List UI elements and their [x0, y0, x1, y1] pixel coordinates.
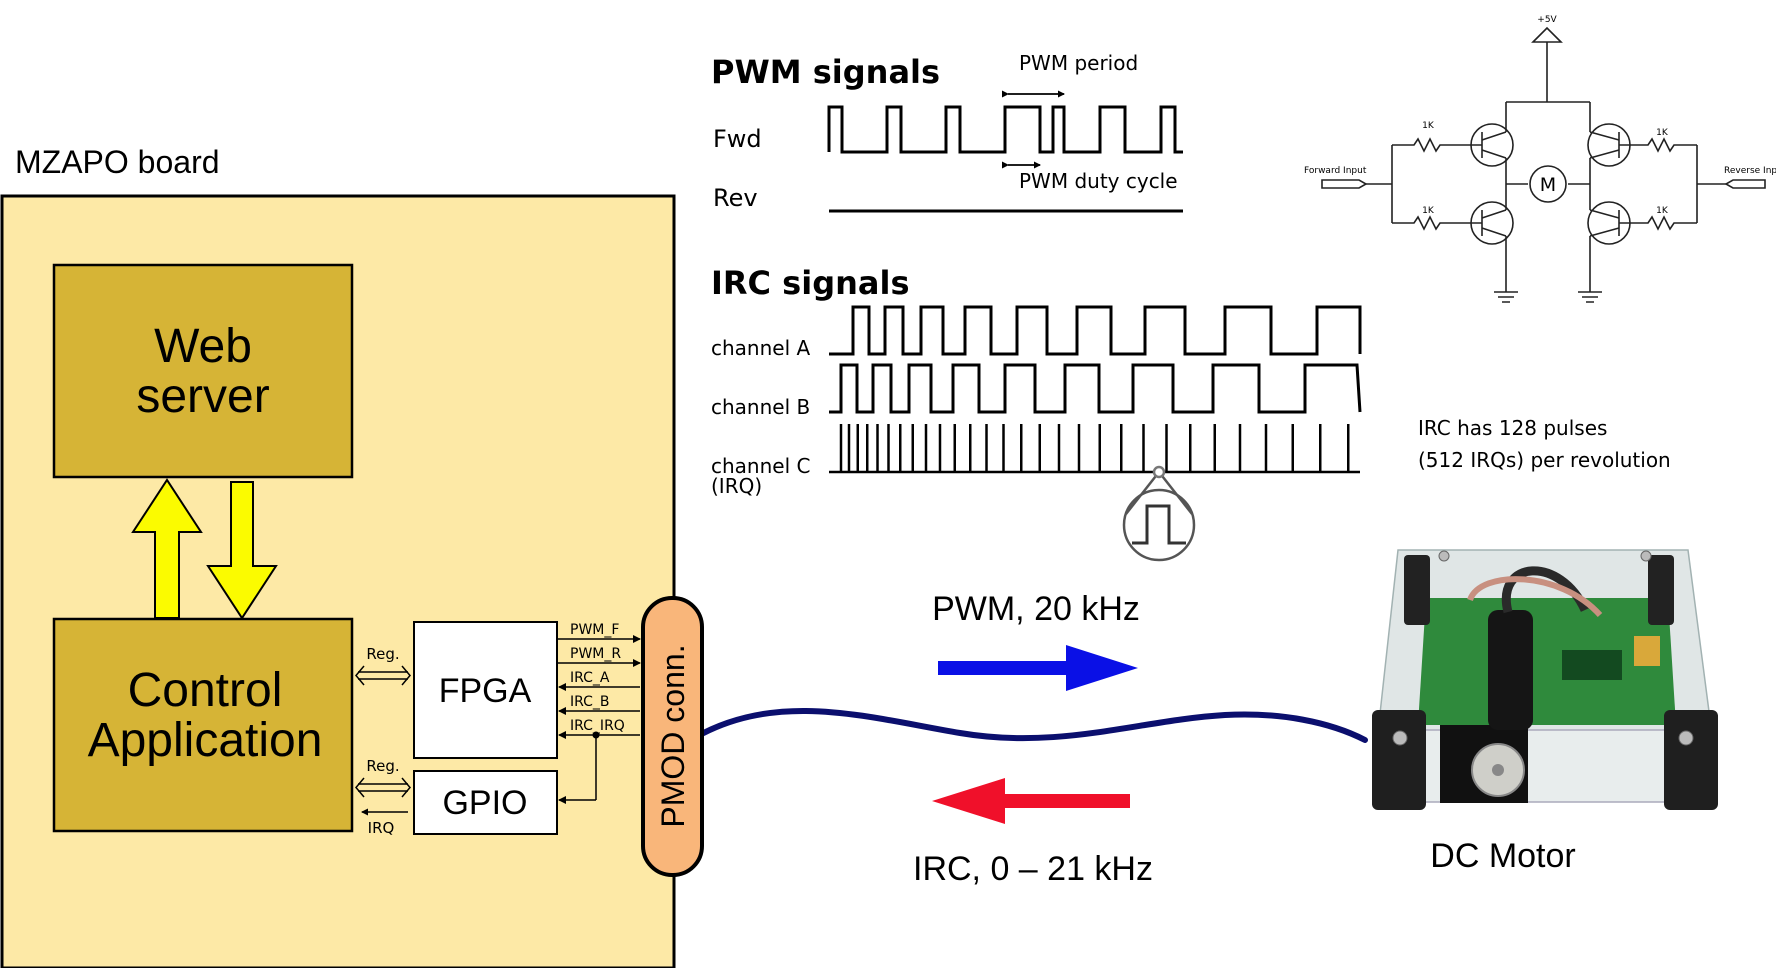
- web-server-block: Web server: [52, 263, 354, 479]
- vcc-arrow-icon: [1531, 26, 1563, 43]
- reg-bottom-label: Reg.: [366, 757, 399, 775]
- irc-red-arrow: [932, 778, 1130, 824]
- irc-title: IRC signals: [711, 264, 909, 302]
- signal-irc-irq: IRC_IRQ: [570, 718, 625, 734]
- irq-label: IRQ: [368, 819, 395, 837]
- control-app-block: Control Application: [52, 617, 354, 833]
- control-app-label-1: Control: [128, 664, 283, 717]
- fpga-block: [413, 621, 558, 759]
- channel-c-label: channel C: [711, 454, 810, 478]
- web-server-label-2: server: [136, 370, 269, 423]
- vcc-label: +5V: [1537, 15, 1557, 25]
- yellow-arrows: [131, 478, 278, 620]
- channel-a-label: channel A: [711, 336, 810, 360]
- reg-top-label: Reg.: [366, 645, 399, 663]
- fwd-label: Fwd: [713, 125, 762, 153]
- fwd-waveform: [827, 105, 1183, 154]
- pwm-period-label: PWM period: [1019, 51, 1138, 75]
- resistor-br-label: 1K: [1656, 206, 1669, 216]
- arrow-up-icon: [131, 478, 203, 619]
- web-server-label-1: Web: [154, 320, 252, 373]
- channel-b-label: channel B: [711, 395, 810, 419]
- fpga-label: FPGA: [439, 672, 532, 710]
- control-app-label-2: Application: [88, 714, 323, 767]
- junction-dot: [592, 731, 600, 739]
- motor-symbol-label: M: [1540, 174, 1556, 196]
- resistor-tr-label: 1K: [1656, 128, 1669, 138]
- signal-pwm-f: PWM_F: [570, 622, 619, 638]
- resistor-tl-label: 1K: [1422, 121, 1435, 131]
- pwm-blue-arrow: [938, 645, 1138, 691]
- reg-links: [355, 665, 411, 816]
- reverse-input-label: Reverse Input: [1724, 166, 1776, 176]
- magnifier-icon: [1122, 465, 1196, 562]
- signal-irc-a: IRC_A: [570, 670, 610, 686]
- signal-irc-b: IRC_B: [570, 694, 610, 710]
- pwm-link-label: PWM, 20 kHz: [932, 590, 1140, 628]
- gpio-block: [413, 770, 558, 835]
- irq-sublabel: (IRQ): [711, 474, 762, 498]
- cable: [693, 707, 1368, 743]
- board-title: MZAPO board: [15, 144, 220, 180]
- h-bridge-schematic: [1321, 26, 1766, 303]
- forward-input-label: Forward Input: [1304, 166, 1367, 176]
- pwm-title: PWM signals: [711, 53, 940, 91]
- pmod-connector: [641, 596, 704, 877]
- irc-note-2: (512 IRQs) per revolution: [1418, 448, 1671, 472]
- channel-c-waveform: [829, 424, 1360, 474]
- dc-motor-label: DC Motor: [1430, 837, 1575, 875]
- pmod-label: PMOD conn.: [655, 644, 691, 827]
- signal-pwm-r: PWM_R: [570, 646, 621, 662]
- arrow-down-icon: [206, 481, 278, 620]
- dc-motor-illustration: [1372, 549, 1718, 810]
- motor-symbol-icon: [1529, 165, 1567, 203]
- irc-note-1: IRC has 128 pulses: [1418, 416, 1607, 440]
- gpio-label: GPIO: [442, 784, 527, 822]
- channel-b-waveform: [829, 363, 1362, 414]
- pwm-duty-label: PWM duty cycle: [1019, 169, 1178, 193]
- irc-link-label: IRC, 0 – 21 kHz: [913, 850, 1153, 888]
- rev-label: Rev: [713, 184, 758, 212]
- resistor-bl-label: 1K: [1422, 206, 1435, 216]
- channel-a-waveform: [829, 305, 1362, 356]
